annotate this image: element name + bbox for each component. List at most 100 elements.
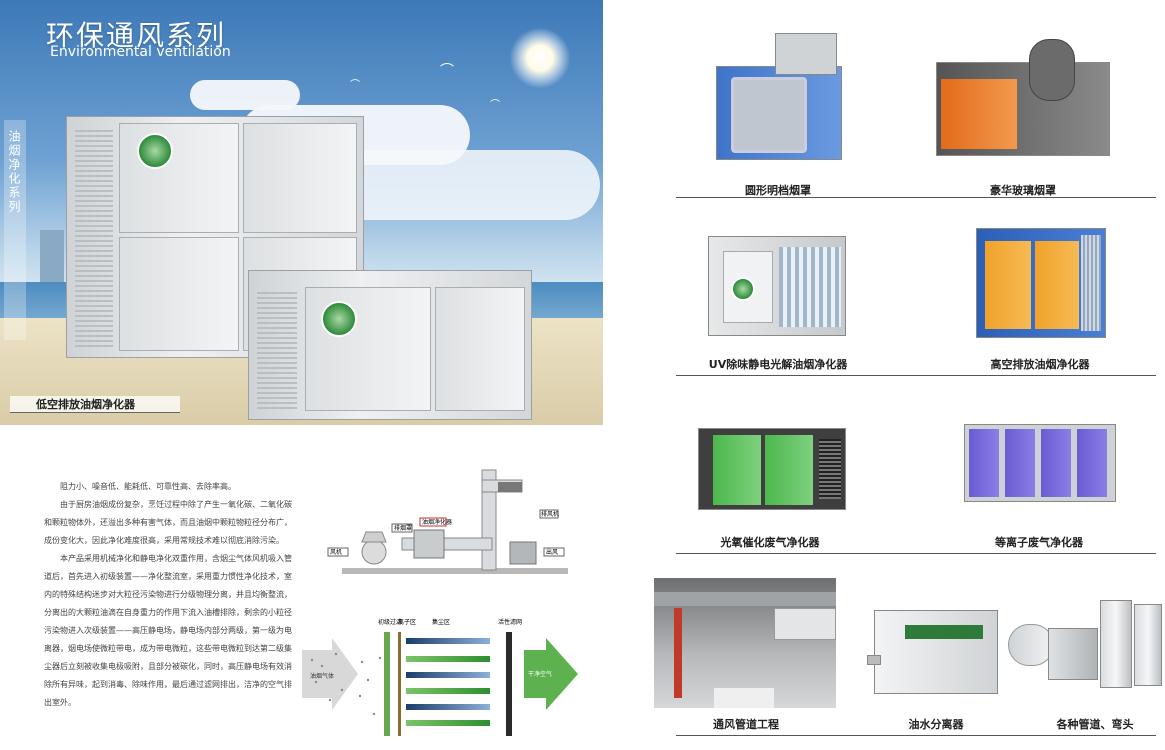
door-panel xyxy=(305,287,431,411)
flow-label: 离子区 xyxy=(398,618,416,626)
filter-grid xyxy=(779,247,841,327)
red-pipe xyxy=(674,608,682,698)
diagram-label: 排风机 xyxy=(541,510,559,518)
product-name: 各种管道、弯头 xyxy=(1056,718,1134,731)
product-name: 豪华玻璃烟罩 xyxy=(990,184,1056,197)
square-duct xyxy=(1100,600,1132,688)
seagull-icon: ⌒ xyxy=(490,100,500,111)
fan-drum xyxy=(1029,39,1075,101)
green-label xyxy=(905,625,983,639)
hero-subtitle: Environmental ventilation xyxy=(50,44,231,60)
purifier-box xyxy=(413,529,445,559)
vent-grille xyxy=(75,127,113,347)
brand-logo-icon xyxy=(137,133,173,169)
inlet-arrow xyxy=(302,638,358,710)
purple-panel xyxy=(1077,429,1107,497)
stove xyxy=(509,541,537,565)
hood-icon xyxy=(361,531,387,543)
flow-label: 活性滤网 xyxy=(498,618,522,626)
diagram-label: 油烟净化器 xyxy=(422,518,452,526)
diagram-label: 出风 xyxy=(546,548,558,556)
vent-grille xyxy=(1081,235,1101,331)
fan-icon xyxy=(361,539,387,565)
door-panel xyxy=(119,237,239,351)
orange-door xyxy=(1035,241,1079,329)
flow-in-label: 油烟气体 xyxy=(310,672,334,680)
ionizer-plate xyxy=(398,632,401,736)
floor-line xyxy=(342,568,568,574)
row-divider xyxy=(676,375,1156,376)
hero-caption: 低空排放油烟净化器 xyxy=(36,398,135,411)
purple-panel xyxy=(969,429,999,497)
brand-logo-icon xyxy=(731,277,755,301)
carbon-filter xyxy=(506,632,512,736)
prefilter-plate xyxy=(384,632,390,736)
diagram-label: 风机 xyxy=(330,548,342,556)
caption-bar xyxy=(10,396,180,413)
description-text: 阻力小、噪音低、能耗低、可靠性高、去除率高。 由于厨房油烟成份复杂，烹饪过程中除… xyxy=(44,478,296,712)
description-paragraph: 由于厨房油烟成份复杂，烹饪过程中除了产生一氧化碳、二氧化碳和颗粒物体外，还溢出多… xyxy=(44,500,292,545)
row-divider xyxy=(676,197,1156,198)
sun-graphic xyxy=(510,28,570,88)
seagull-icon: ⌒ xyxy=(440,63,454,79)
overhead-duct xyxy=(774,608,836,640)
label-box xyxy=(391,523,413,533)
uv-purifier-product-image xyxy=(708,236,846,336)
diagram-label: 排烟罩 xyxy=(394,524,412,532)
seagull-icon: ⌒ xyxy=(350,80,360,91)
product-name: 油水分离器 xyxy=(908,718,964,731)
description-paragraph: 本产品采用机械净化和静电净化双重作用，含烟尘气体风机吸入管道后，首先进入初级装置… xyxy=(44,554,292,707)
square-duct xyxy=(1134,604,1162,686)
small-purifier-unit xyxy=(248,270,532,420)
flow-label: 初级过滤 xyxy=(378,618,402,626)
duct-project-photo xyxy=(654,578,836,708)
system-diagram: 排风机 油烟净化器 排烟罩 风机 出风 xyxy=(327,469,568,574)
exhaust-fan xyxy=(498,482,522,492)
label-box xyxy=(539,509,559,519)
label-box xyxy=(327,547,349,557)
plasma-purifier-product-image xyxy=(964,424,1116,502)
row-divider xyxy=(676,735,1156,736)
row-divider xyxy=(676,553,1156,554)
vent-grille xyxy=(257,291,297,409)
purple-panel xyxy=(1041,429,1071,497)
fan-opening xyxy=(731,77,807,153)
flow-label: 集尘区 xyxy=(432,618,450,626)
outlet-pipe xyxy=(867,655,881,665)
purple-panel xyxy=(1005,429,1035,497)
square-elbow xyxy=(1048,628,1098,680)
description-line: 阻力小、噪音低、能耗低、可靠性高、去除率高。 xyxy=(60,482,236,491)
ceiling-duct xyxy=(654,592,836,606)
hero-banner: ⌒ ⌒ ⌒ 环保通风系列 Environmental ventilation 油… xyxy=(0,0,603,425)
orange-door xyxy=(985,241,1031,329)
label-box xyxy=(419,517,447,527)
door-panel xyxy=(119,123,239,233)
glass-hood-product-image xyxy=(936,39,1110,156)
product-name: 等离子废气净化器 xyxy=(995,536,1083,549)
product-name: 高空排放油烟净化器 xyxy=(990,358,1090,371)
label-box xyxy=(543,547,565,557)
outlet-arrow xyxy=(524,638,578,710)
access-panel xyxy=(723,251,773,323)
cloud xyxy=(330,150,600,220)
high-emission-purifier-product-image xyxy=(976,228,1106,338)
green-door xyxy=(765,435,813,505)
pipes-and-elbows-product-image xyxy=(1008,598,1162,694)
oil-water-separator-product-image xyxy=(867,610,998,694)
vent-grille xyxy=(819,439,841,499)
door-panel xyxy=(435,287,525,411)
motor-housing xyxy=(775,33,837,75)
brand-logo-icon xyxy=(321,301,357,337)
side-label: 油烟净化系列 xyxy=(7,130,21,214)
elbow-pipe xyxy=(1008,624,1054,666)
product-name: 通风管道工程 xyxy=(713,718,779,731)
green-door xyxy=(713,435,761,505)
floor xyxy=(714,688,774,708)
product-name: 光氧催化废气净化器 xyxy=(720,536,820,549)
round-hood-product-image xyxy=(716,33,842,160)
collector-plates xyxy=(406,638,490,726)
side-label-bar xyxy=(4,120,26,340)
hero-title: 环保通风系列 xyxy=(46,19,227,52)
photo-oxygen-purifier-product-image xyxy=(698,428,846,510)
product-name: 圆形明档烟罩 xyxy=(745,184,811,197)
